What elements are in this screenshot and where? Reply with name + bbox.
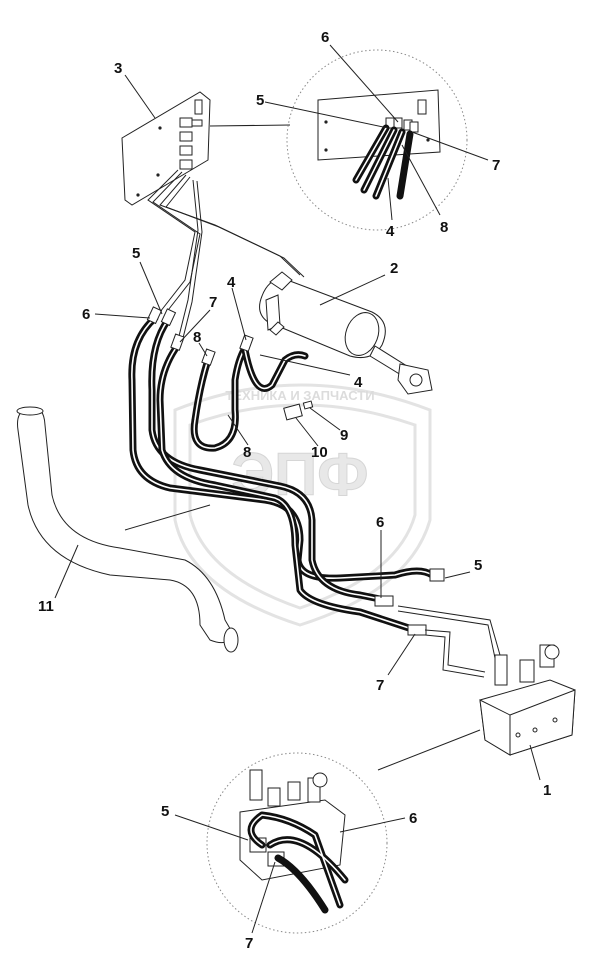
callout-4-mid: 4	[354, 374, 363, 391]
callout-6-left: 6	[82, 306, 90, 323]
control-valve-block-1	[397, 605, 576, 756]
callout-10: 10	[311, 444, 328, 461]
callout-8-left: 8	[193, 329, 201, 346]
fittings-9-10	[283, 400, 314, 421]
callout-1: 1	[543, 782, 551, 799]
callout-5-right: 5	[474, 557, 482, 574]
hoses	[128, 306, 445, 636]
detail-view-bottom	[206, 752, 388, 934]
callout-4-left: 4	[227, 274, 236, 291]
callout-4-detail: 4	[386, 223, 395, 240]
metal-tubes	[147, 124, 305, 343]
callout-7-detail-bottom: 7	[245, 935, 253, 952]
callout-7-left: 7	[209, 294, 217, 311]
hydraulic-cylinder-2	[259, 271, 433, 395]
bracket-plate-3	[121, 91, 211, 206]
return-hose-11	[16, 406, 239, 653]
callout-labels: 1 2 3 4 4 4 5 5 5 5 6 6 6 6 7 7 7 7 8 8 …	[38, 29, 551, 952]
leader-lines	[54, 44, 541, 934]
detail-view-top	[286, 49, 468, 231]
callout-5-detail-bottom: 5	[161, 803, 169, 820]
callout-5-left: 5	[132, 245, 140, 262]
callout-6-mid: 6	[376, 514, 384, 531]
watermark-text-top: ТЕХНИКА И ЗАПЧАСТИ	[225, 388, 374, 403]
callout-6-detail-bottom: 6	[409, 810, 417, 827]
callout-5-detail-top: 5	[256, 92, 264, 109]
callout-8-detail: 8	[440, 219, 448, 236]
callout-9: 9	[340, 427, 348, 444]
callout-8-bottom: 8	[243, 444, 251, 461]
callout-2: 2	[390, 260, 398, 277]
callout-11: 11	[38, 598, 54, 615]
callout-7-detail-top: 7	[492, 157, 500, 174]
callout-6-detail-top: 6	[321, 29, 329, 46]
callout-7-bottom: 7	[376, 677, 384, 694]
bracket-fittings	[179, 117, 203, 170]
callout-3: 3	[114, 60, 122, 77]
